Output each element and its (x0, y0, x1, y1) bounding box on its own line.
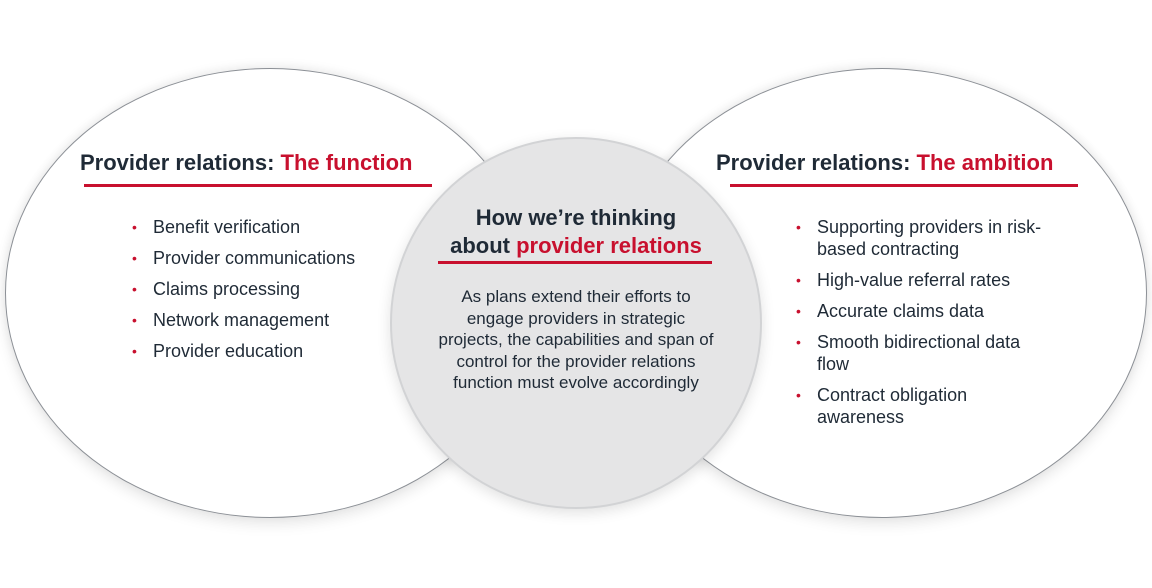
list-item: • Provider communications (128, 247, 358, 269)
bullet-icon: • (796, 219, 801, 235)
list-item-text: Accurate claims data (817, 301, 985, 321)
list-item: • Claims processing (128, 278, 358, 300)
bullet-icon: • (796, 334, 801, 350)
center-title-line1: How we’re thinking (475, 205, 677, 230)
list-item: • Benefit verification (128, 216, 358, 238)
center-body-text: As plans extend their efforts to engage … (438, 287, 714, 392)
bullet-icon: • (132, 219, 137, 235)
list-item: • Provider education (128, 340, 358, 362)
function-title-prefix: Provider relations: (80, 150, 281, 175)
list-item-text: Claims processing (153, 279, 301, 299)
ambition-title-accent: The ambition (916, 150, 1054, 175)
bullet-icon: • (132, 281, 137, 297)
center-title-line2: about provider relations (420, 232, 732, 260)
list-item-text: High-value referral rates (817, 270, 1011, 290)
bullet-icon: • (132, 343, 137, 359)
list-item-text: Provider education (153, 341, 304, 361)
list-item: • Smooth bidirectional data flow (792, 331, 1042, 375)
list-item-text: Network management (153, 310, 330, 330)
ambition-list: • Supporting providers in risk-based cont… (792, 216, 1042, 437)
ambition-title-prefix: Provider relations: (716, 150, 917, 175)
list-item-text: Benefit verification (153, 217, 301, 237)
list-item-text: Supporting providers in risk-based contr… (817, 217, 1042, 259)
function-title-underline (84, 184, 432, 187)
center-title: How we’re thinking about provider relati… (420, 204, 732, 260)
center-title-prefix: about (450, 233, 517, 258)
bullet-icon: • (132, 312, 137, 328)
center-title-accent: provider relations (516, 233, 702, 258)
list-item: • Contract obligation awareness (792, 384, 1042, 428)
list-item: • Network management (128, 309, 358, 331)
bullet-icon: • (796, 387, 801, 403)
list-item: • Supporting providers in risk-based cont… (792, 216, 1042, 260)
list-item-text: Provider communications (153, 248, 356, 268)
list-item-text: Contract obligation awareness (817, 385, 968, 427)
bullet-icon: • (796, 272, 801, 288)
list-item: • High-value referral rates (792, 269, 1042, 291)
function-title-accent: The function (280, 150, 413, 175)
list-item-text: Smooth bidirectional data flow (817, 332, 1021, 374)
function-list: • Benefit verification • Provider communic… (128, 216, 358, 371)
ambition-title-underline (730, 184, 1078, 187)
function-title: Provider relations: The function (80, 150, 413, 176)
list-item: • Accurate claims data (792, 300, 1042, 322)
center-circle (390, 137, 762, 509)
ambition-title: Provider relations: The ambition (716, 150, 1053, 176)
center-title-underline (438, 261, 712, 264)
bullet-icon: • (132, 250, 137, 266)
bullet-icon: • (796, 303, 801, 319)
